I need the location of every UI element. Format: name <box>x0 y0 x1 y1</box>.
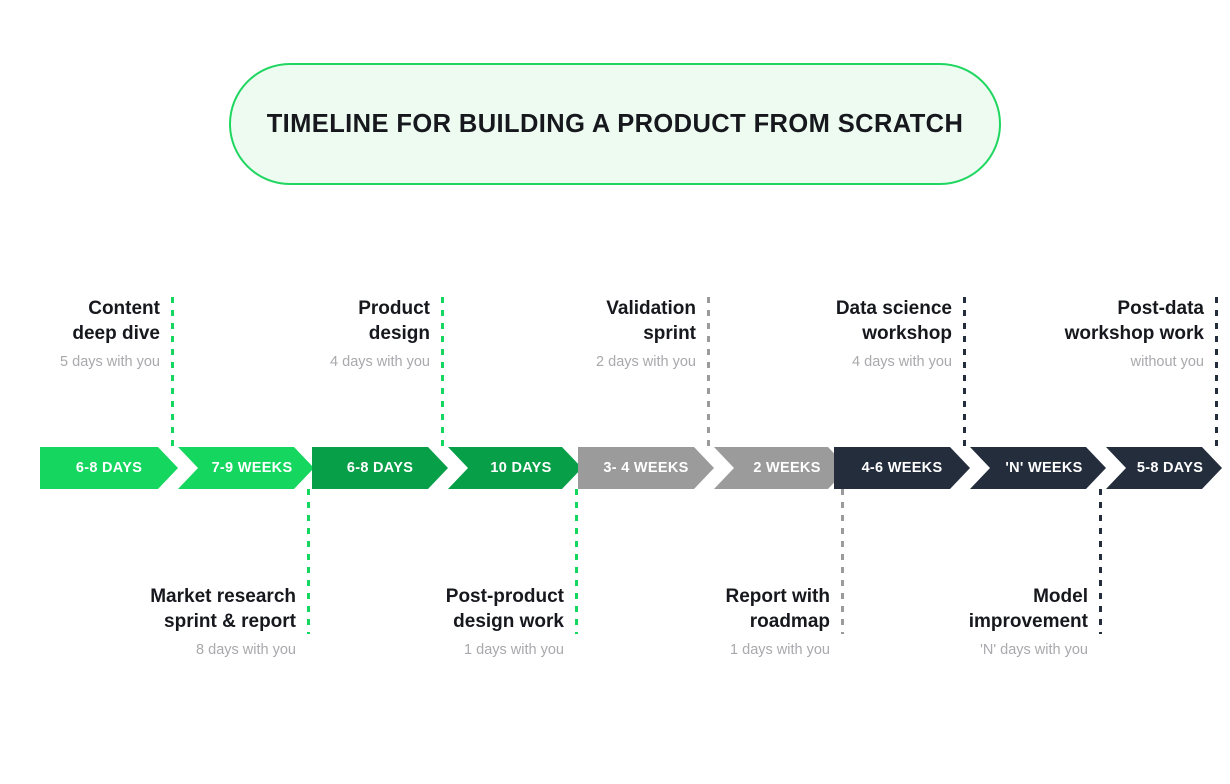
label-line-1: Data science <box>835 298 952 319</box>
timeline-label-design-1: Product design 4 days with you <box>130 296 430 371</box>
segment-duration-label: 6-8 DAYS <box>346 460 414 476</box>
label-line-2: design <box>368 323 430 344</box>
label-sub-note: 8 days with you <box>196 642 296 658</box>
timeline-label-data-science-1: Data science workshop 4 days with you <box>652 296 952 371</box>
segment-duration-label: 10 DAYS <box>490 460 552 476</box>
label-sub-note: 1 days with you <box>730 642 830 658</box>
label-line-2: roadmap <box>749 611 830 632</box>
segment-duration-label: 3- 4 WEEKS <box>603 460 689 476</box>
label-line-1: Post-data <box>1117 298 1204 319</box>
connector-line-data-science-1 <box>963 297 966 447</box>
label-line-1: Validation <box>606 298 696 319</box>
connector-line-design-1 <box>441 297 444 447</box>
label-line-1: Model <box>1033 586 1088 607</box>
timeline-segment-design-2: 10 DAYS <box>448 447 582 489</box>
label-line-1: Report with <box>725 586 831 607</box>
label-sub-note: 4 days with you <box>852 354 952 370</box>
label-sub-note: 'N' days with you <box>980 642 1088 658</box>
connector-line-data-science-2 <box>1099 489 1102 634</box>
segment-duration-label: 'N' WEEKS <box>1005 460 1083 476</box>
connector-line-discovery-1 <box>171 297 174 447</box>
label-line-2: design work <box>453 611 564 632</box>
timeline-segment-validation-1: 3- 4 WEEKS <box>578 447 714 489</box>
timeline-segment-data-science-3: 5-8 DAYS <box>1106 447 1222 489</box>
connector-line-discovery-2 <box>307 489 310 634</box>
timeline-label-data-science-2: Model improvement 'N' days with you <box>788 584 1088 659</box>
label-line-2: improvement <box>968 611 1088 632</box>
timeline-segment-design-1: 6-8 DAYS <box>312 447 448 489</box>
title-banner: TIMELINE FOR BUILDING A PRODUCT FROM SCR… <box>229 63 1001 185</box>
label-sub-note: 5 days with you <box>60 354 160 370</box>
timeline-label-validation-2: Report with roadmap 1 days with you <box>530 584 831 659</box>
timeline-label-design-2: Post-product design work 1 days with you <box>264 584 564 659</box>
label-line-1: Product <box>358 298 430 319</box>
label-sub-note: without you <box>1130 354 1204 370</box>
label-sub-note: 2 days with you <box>596 354 696 370</box>
timeline-segment-data-science-1: 4-6 WEEKS <box>834 447 970 489</box>
label-sub-note: 4 days with you <box>330 354 430 370</box>
timeline-segment-discovery-1: 6-8 DAYS <box>40 447 178 489</box>
segment-duration-label: 6-8 DAYS <box>75 460 143 476</box>
page-title: TIMELINE FOR BUILDING A PRODUCT FROM SCR… <box>266 109 964 138</box>
connector-line-validation-1 <box>707 297 710 447</box>
timeline-segment-data-science-2: 'N' WEEKS <box>970 447 1106 489</box>
timeline-label-validation-1: Validation sprint 2 days with you <box>396 296 696 371</box>
segment-duration-label: 7-9 WEEKS <box>211 460 293 476</box>
connector-line-data-science-3 <box>1215 297 1218 447</box>
segment-duration-label: 2 WEEKS <box>753 460 821 476</box>
label-line-1: Market research <box>150 586 296 607</box>
segment-duration-label: 4-6 WEEKS <box>861 460 943 476</box>
label-line-1: Content <box>88 298 160 319</box>
label-line-2: deep dive <box>72 323 160 344</box>
label-line-1: Post-product <box>445 586 564 607</box>
label-line-2: sprint <box>643 323 696 344</box>
timeline-segment-validation-2: 2 WEEKS <box>714 447 848 489</box>
timeline-segment-discovery-2: 7-9 WEEKS <box>178 447 314 489</box>
segment-duration-label: 5-8 DAYS <box>1136 460 1204 476</box>
label-sub-note: 1 days with you <box>464 642 564 658</box>
timeline-label-discovery-1: Content deep dive 5 days with you <box>0 296 160 371</box>
timeline-label-data-science-3: Post-data workshop work without you <box>904 296 1204 371</box>
connector-line-validation-2 <box>841 489 844 634</box>
connector-line-design-2 <box>575 489 578 634</box>
label-line-2: workshop <box>862 323 952 344</box>
label-line-2: sprint & report <box>164 611 296 632</box>
timeline-label-discovery-2: Market research sprint & report 8 days wit… <box>0 584 296 659</box>
label-line-2: workshop work <box>1064 323 1204 344</box>
